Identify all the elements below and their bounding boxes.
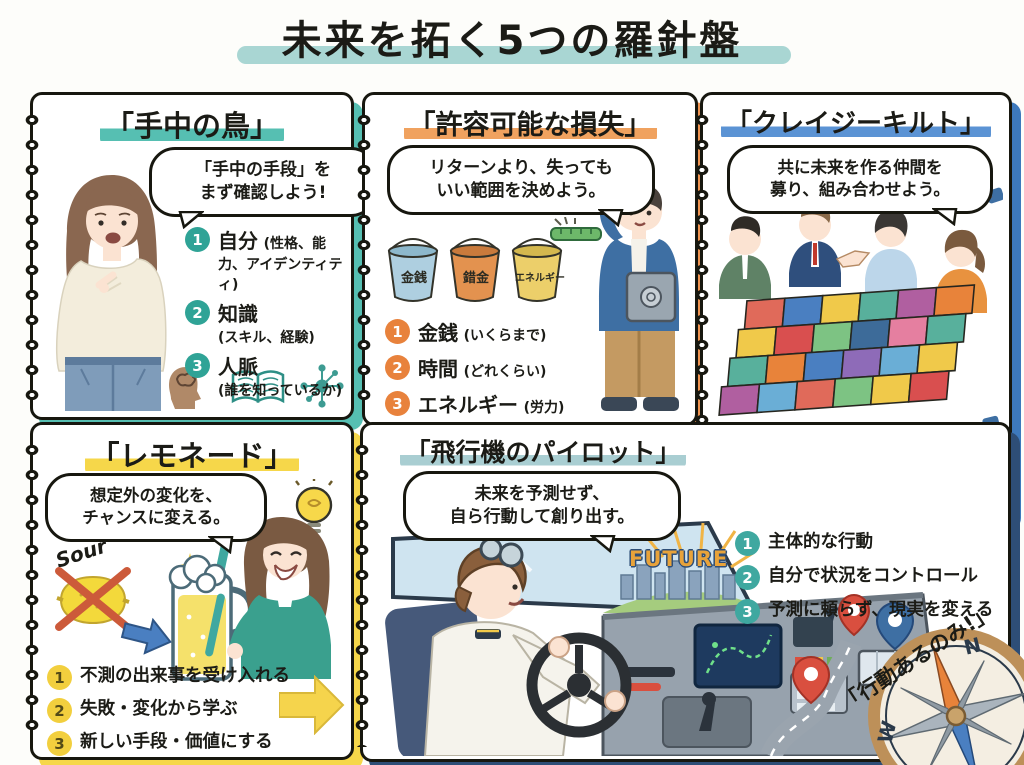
buckets-illustration <box>387 238 563 302</box>
card-pilot: 「飛行機のパイロット」 未来を予測せず、 自ら行動して創り出す。 <box>349 422 1011 762</box>
speech-bubble: 未来を予測せず、 自ら行動して創り出す。 <box>403 471 681 553</box>
cockpit-illustration <box>385 520 945 756</box>
pilot-list: 1 主体的な行動 2 自分で状況をコントロール 3 予測に頼らず、現実を変える <box>735 529 1001 624</box>
page-title: 未来を拓く5つの羅針盤 <box>281 18 743 64</box>
card-title: 「飛行機のパイロット」 <box>373 433 713 469</box>
crossed-lemon-icon <box>55 567 131 631</box>
book-icon <box>231 370 285 404</box>
lemonade-woman-illustration <box>227 517 331 679</box>
bubble-tail <box>598 208 624 227</box>
list-item: 2 失敗・変化から学ぶ <box>47 696 297 723</box>
card-affordable-loss: 「許容可能な損失」 リターンより、失っても いい範囲を決めよう。 <box>351 92 698 426</box>
card-title: 「許容可能な損失」 <box>365 103 695 142</box>
card-title: 「レモネード」 <box>33 433 351 475</box>
list-item: 3 エネルギー (労力) <box>385 389 635 418</box>
list-item: 2 時間 (どれくらい) <box>385 353 635 382</box>
list-item: 3 予測に頼らず、現実を変える <box>735 597 1001 624</box>
speech-bubble: リターンより、失っても いい範囲を決めよう。 <box>387 145 655 227</box>
list-item: 2 自分で状況をコントロール <box>735 563 1001 590</box>
bucket-label: エネルギー <box>515 273 565 284</box>
bubble-tail <box>590 534 616 553</box>
speech-bubble: 想定外の変化を、 チャンスに変える。 <box>45 473 267 554</box>
card-title: 「手中の鳥」 <box>33 103 351 145</box>
quilt-people-illustration <box>718 204 987 416</box>
card-lemonade: 「レモネード」 想定外の変化を、 チャンスに変える。 Sour <box>19 422 354 760</box>
compass-icon: N W <box>868 628 1024 765</box>
spiral-binding <box>349 437 376 747</box>
bubble-tail <box>208 535 234 554</box>
card-title: 「クレイジーキルト」 <box>703 103 1009 140</box>
future-label: FUTURE <box>629 547 729 571</box>
bubble-tail <box>178 210 204 229</box>
list-item: 3 人脈 (誰を知っているか) <box>185 351 347 400</box>
affordable-loss-list: 1 金銭 (いくらまで) 2 時間 (どれくらい) 3 エネルギー (労力) <box>385 317 635 418</box>
speech-bubble: 共に未来を作る仲間を 募り、組み合わせよう。 <box>727 145 993 226</box>
big-arrow-icon <box>279 675 345 735</box>
list-item: 1 主体的な行動 <box>735 529 1001 556</box>
card-bird-in-hand: 「手中の鳥」 「手中の手段」を まず確認しよう! <box>19 92 377 420</box>
bucket-label: 金銭 <box>400 271 427 286</box>
ruler-icon <box>550 217 602 241</box>
list-item: 1 自分 (性格、能力、アイデンティティ) <box>185 225 347 294</box>
arrow-icon <box>120 617 172 655</box>
spiral-binding <box>19 107 46 405</box>
bucket-label: 錯金 <box>462 271 489 286</box>
list-item: 3 新しい手段・価値にする <box>47 729 297 756</box>
bird-in-hand-list: 1 自分 (性格、能力、アイデンティティ) 2 知識 (スキル、経験) 3 人脈… <box>185 225 347 400</box>
spiral-binding <box>19 437 46 745</box>
bubble-tail <box>932 207 958 226</box>
man-with-safe-illustration <box>599 183 679 411</box>
woman-illustration <box>55 175 167 411</box>
list-item: 1 不測の出来事を受け入れる <box>47 663 297 690</box>
speech-bubble: 「手中の手段」を まず確認しよう! <box>149 147 377 229</box>
lemonade-list: 1 不測の出来事を受け入れる 2 失敗・変化から学ぶ 3 新しい手段・価値にする <box>47 663 297 756</box>
list-item: 1 金銭 (いくらまで) <box>385 317 635 346</box>
network-icon <box>300 364 344 408</box>
title-underline <box>237 46 791 64</box>
spiral-binding <box>351 107 378 411</box>
list-item: 2 知識 (スキル、経験) <box>185 298 347 347</box>
